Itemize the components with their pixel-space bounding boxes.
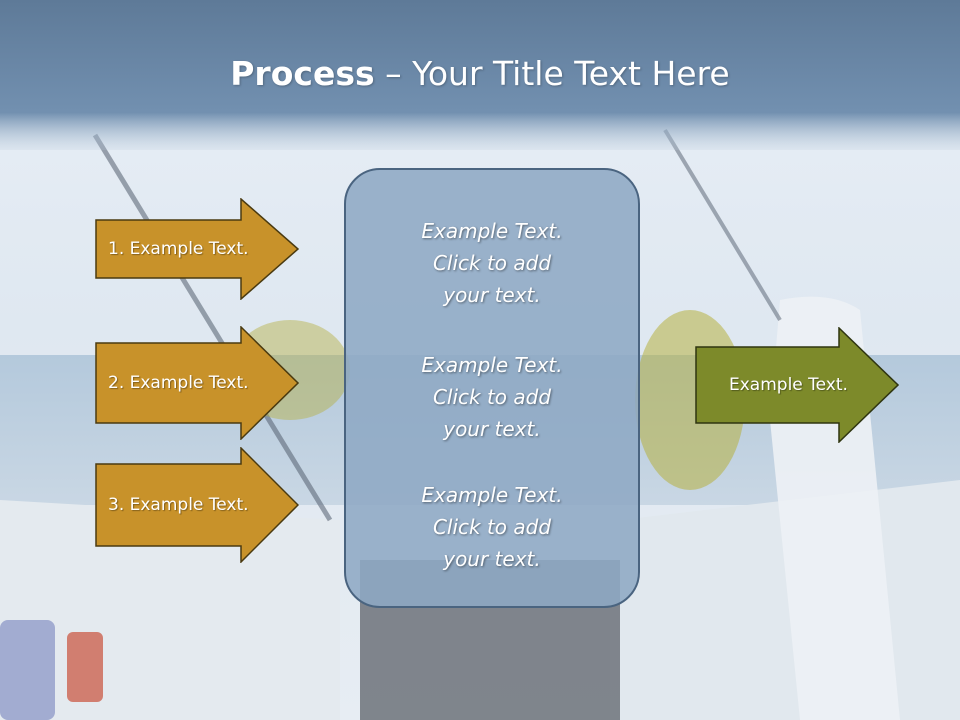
title-rest: – Your Title Text Here (374, 54, 730, 93)
title-bar (0, 0, 960, 150)
center-text-3[interactable]: Example Text. Click to add your text. (421, 483, 563, 571)
slide-title: Process – Your Title Text Here (0, 54, 960, 93)
title-bold: Process (230, 54, 375, 93)
center-content-box[interactable]: Example Text. Click to add your text. Ex… (344, 168, 640, 608)
right-arrow[interactable]: Example Text. (695, 327, 899, 443)
arrow-shape (695, 327, 899, 443)
left-arrow-1-label: 1. Example Text. (108, 239, 249, 259)
left-arrow-1[interactable]: 1. Example Text. (95, 198, 299, 300)
right-arrow-label: Example Text. (729, 375, 848, 395)
center-text-2[interactable]: Example Text. Click to add your text. (421, 353, 563, 441)
left-arrow-2[interactable]: 2. Example Text. (95, 326, 299, 440)
arrow-shape (95, 447, 299, 563)
center-text-1[interactable]: Example Text. Click to add your text. (421, 219, 563, 307)
left-arrow-3[interactable]: 3. Example Text. (95, 447, 299, 563)
arrow-shape (95, 326, 299, 440)
left-arrow-2-label: 2. Example Text. (108, 373, 249, 393)
left-arrow-3-label: 3. Example Text. (108, 495, 249, 515)
arrow-shape (95, 198, 299, 300)
